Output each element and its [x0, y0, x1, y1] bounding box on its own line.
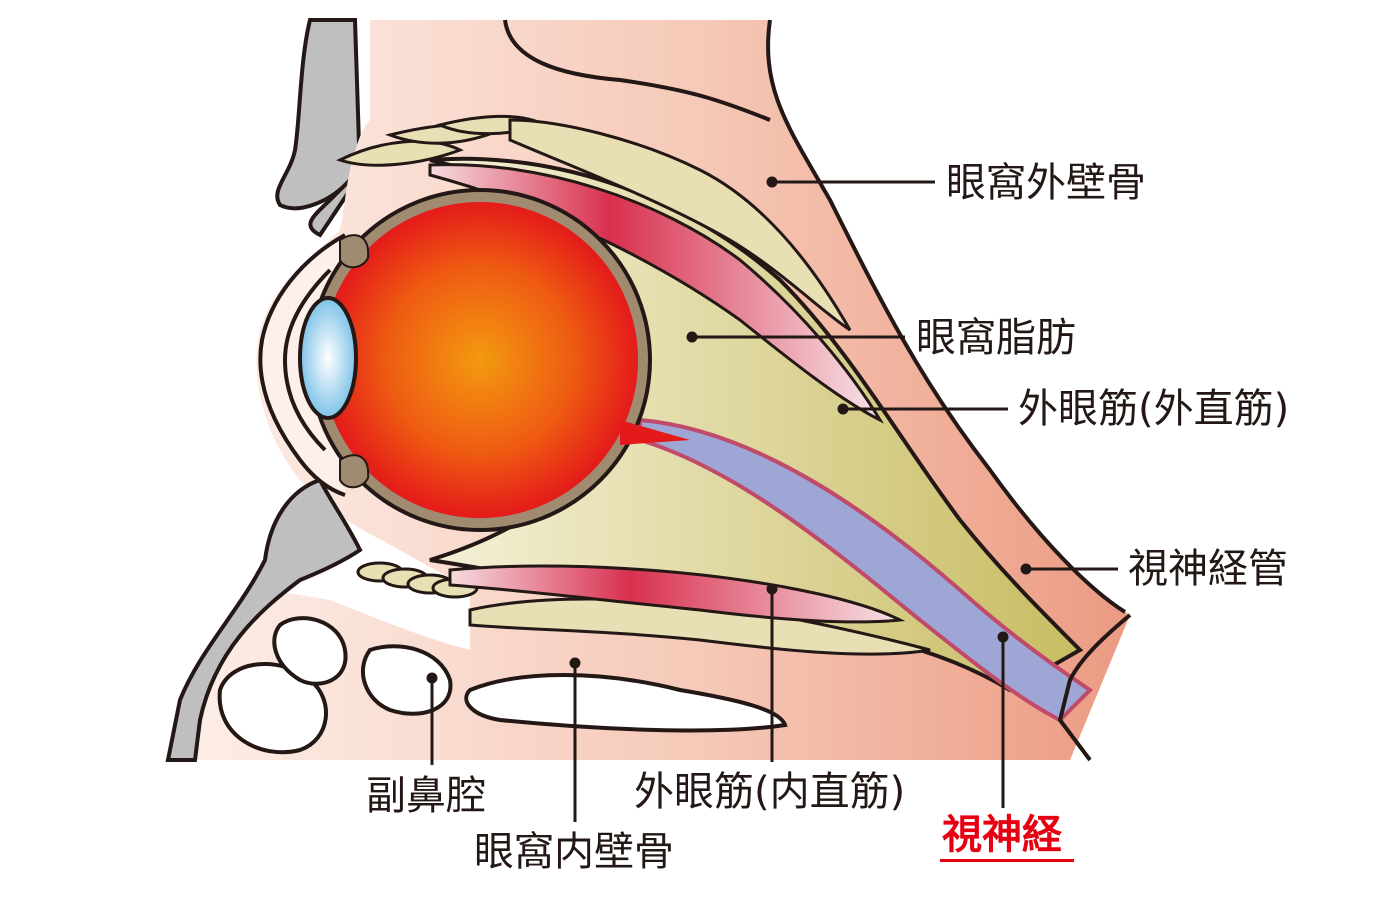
eyelid-inner	[282, 268, 332, 452]
label-inner-wall-bone: 眼窩内壁骨	[474, 829, 674, 875]
eyeball	[322, 202, 638, 518]
label-medial-rectus: 外眼筋(内直筋)	[634, 769, 906, 815]
ciliary-upper	[339, 234, 370, 269]
optic-nerve-head	[620, 420, 690, 445]
optic-canal-outline	[1057, 613, 1132, 762]
label-orbital-fat: 眼窩脂肪	[916, 315, 1076, 361]
upper-slats	[336, 114, 852, 332]
outer-wall-outline	[766, 19, 1127, 614]
lower-skull-edge	[165, 477, 363, 762]
label-optic-nerve: 視神経	[942, 812, 1062, 858]
sinus-cavities	[217, 616, 788, 755]
optic-nerve-underline	[940, 859, 1074, 862]
label-sinus: 副鼻腔	[366, 773, 486, 819]
top-bone-cap	[503, 19, 771, 122]
upper-skull-edge	[275, 18, 363, 238]
lateral-rectus-muscle	[428, 163, 884, 424]
ciliary-lower	[339, 454, 370, 489]
cornea-lens	[298, 296, 358, 420]
label-outer-wall-bone: 眼窩外壁骨	[946, 160, 1146, 206]
medial-rectus-muscle	[448, 564, 906, 624]
label-optic-canal: 視神経管	[1128, 546, 1288, 592]
leader-lines	[426, 176, 1118, 822]
lower-slats	[356, 561, 931, 656]
label-lateral-rectus: 外眼筋(外直筋)	[1018, 386, 1290, 432]
